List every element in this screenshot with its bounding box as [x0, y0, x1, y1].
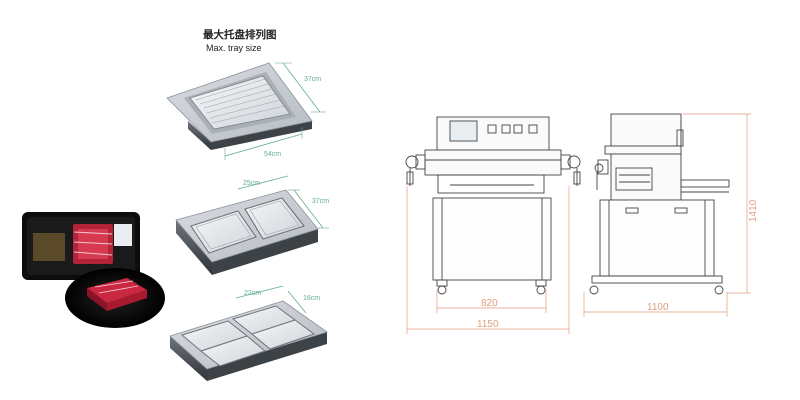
front-inner-width-label: 820: [481, 298, 498, 309]
tray-quad-length-dimension: 16cm: [287, 290, 320, 314]
side-depth-label: 1100: [647, 302, 669, 313]
tray-quad-width-label: 22cm: [244, 290, 261, 297]
tray-single-length-label: 54cm: [264, 151, 281, 158]
front-overall-width-label: 1150: [477, 319, 499, 330]
side-view-dimensions: [583, 113, 751, 317]
tray-double-length-dimension: 37cm: [288, 189, 329, 229]
tray-quad-length-label: 16cm: [303, 295, 320, 302]
machine-front-view: [405, 116, 581, 295]
tray-plate-quad: [169, 300, 328, 381]
front-view-dimensions: [406, 186, 570, 334]
tray-quad-width-dimension: 22cm: [235, 285, 284, 299]
tray-double-length-label: 37cm: [312, 198, 329, 205]
packaged-meat-photo: [22, 212, 165, 328]
diagram-title-english: Max. tray size: [206, 43, 262, 53]
tray-plate-double: [175, 189, 319, 275]
tray-single-width-dimension: 37cm: [275, 62, 326, 113]
tray-plate-single: [166, 62, 313, 150]
tray-single-length-dimension: 54cm: [224, 127, 303, 160]
machine-side-view: [589, 113, 730, 295]
side-height-label: 1410: [748, 199, 759, 222]
tray-double-width-label: 25cm: [243, 180, 260, 187]
diagram-title-chinese: 最大托盘排列图: [203, 29, 277, 41]
tray-double-width-dimension: 25cm: [237, 175, 289, 190]
tray-single-width-label: 37cm: [304, 76, 321, 83]
